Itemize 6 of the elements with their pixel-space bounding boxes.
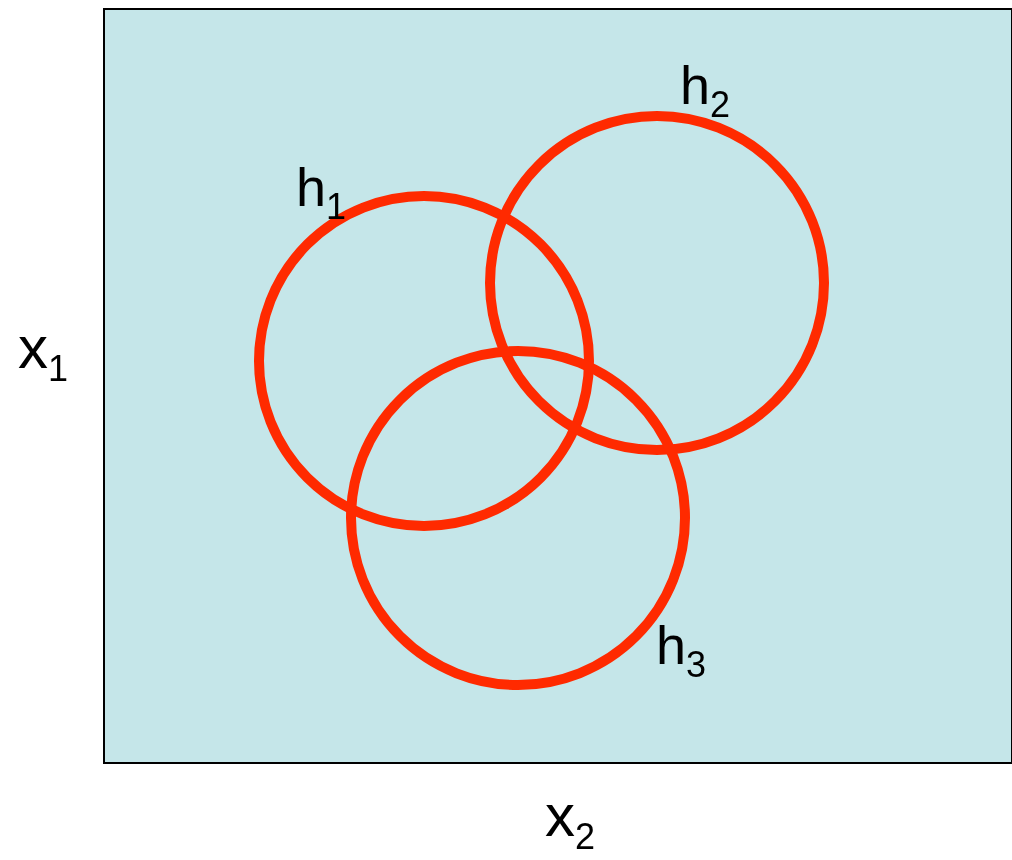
plot-area [103,8,1012,764]
axis-label: x$_{1}$ [18,318,69,387]
circle-label: h$_{1}$ [296,160,347,225]
axis-label: x$_{2}$ [545,786,596,855]
circle-label: h$_{2}$ [680,58,731,123]
circle-label: h$_{3}$ [656,618,707,683]
